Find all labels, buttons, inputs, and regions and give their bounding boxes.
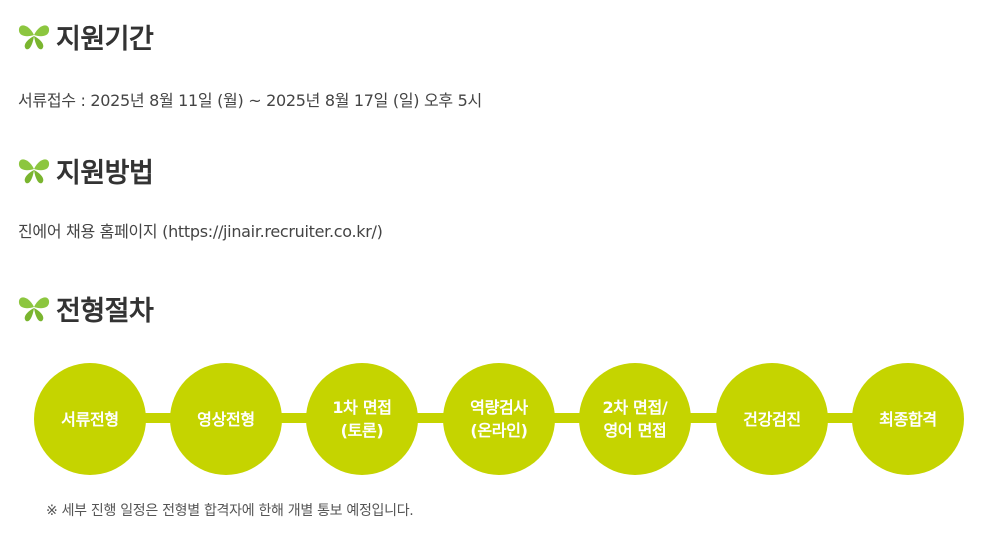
butterfly-icon xyxy=(18,159,50,184)
step-label: 서류전형 xyxy=(61,409,119,429)
period-title: 지원기간 xyxy=(56,23,154,55)
step-label: 역량검사 (온라인) xyxy=(470,398,528,440)
butterfly-icon xyxy=(18,25,50,50)
step-label: 최종합격 xyxy=(879,409,937,429)
method-title: 지원방법 xyxy=(56,157,154,189)
step-final-pass: 최종합격 xyxy=(852,363,964,475)
method-text: 진에어 채용 홈페이지 (https://jinair.recruiter.co… xyxy=(18,222,383,241)
step-label: 영상전형 xyxy=(197,409,255,429)
step-competency-test: 역량검사 (온라인) xyxy=(443,363,555,475)
step-first-interview: 1차 면접 (토론) xyxy=(306,363,418,475)
step-health-check: 건강검진 xyxy=(716,363,828,475)
step-video-screening: 영상전형 xyxy=(170,363,282,475)
step-second-interview: 2차 면접/ 영어 면접 xyxy=(579,363,691,475)
process-flow: 서류전형 영상전형 1차 면접 (토론) 역량검사 (온라인) 2차 면접/ 영… xyxy=(34,363,964,475)
step-label: 건강검진 xyxy=(743,409,801,429)
method-heading: 지원방법 xyxy=(16,152,154,189)
process-note: ※ 세부 진행 일정은 전형별 합격자에 한해 개별 통보 예정입니다. xyxy=(46,503,414,519)
step-document-screening: 서류전형 xyxy=(34,363,146,475)
step-label: 1차 면접 (토론) xyxy=(332,398,392,440)
period-heading: 지원기간 xyxy=(16,18,154,55)
butterfly-icon xyxy=(18,297,50,322)
period-text: 서류접수 : 2025년 8월 11일 (월) ~ 2025년 8월 17일 (… xyxy=(18,91,482,110)
process-heading: 전형절차 xyxy=(16,290,154,327)
step-label: 2차 면접/ 영어 면접 xyxy=(602,398,668,440)
process-title: 전형절차 xyxy=(56,295,154,327)
